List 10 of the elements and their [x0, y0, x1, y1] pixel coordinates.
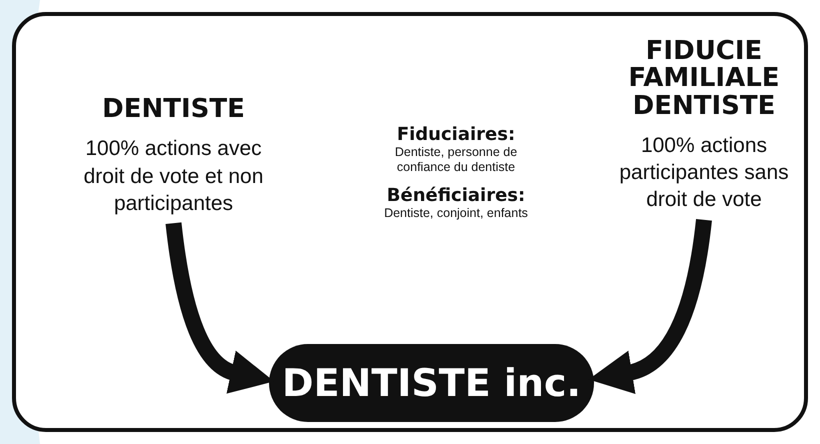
frame-box	[12, 12, 808, 432]
role-description: Dentiste, conjoint, enfants	[383, 206, 529, 221]
entity-heading: DENTISTE	[101, 96, 246, 124]
entity-heading: FIDUCIE FAMILIALE DENTISTE	[627, 38, 781, 120]
role-description: Dentiste, personne de confiance du dentiste	[394, 145, 518, 175]
share-description: 100% actions avec droit de vote et non participantes	[82, 136, 264, 217]
role-heading: Bénéficiaires:	[386, 185, 526, 206]
company-name: DENTISTE inc.	[282, 361, 581, 405]
role-heading: Fiduciaires:	[396, 124, 516, 145]
share-description: 100% actions participantes sans droit de vote	[618, 132, 790, 214]
